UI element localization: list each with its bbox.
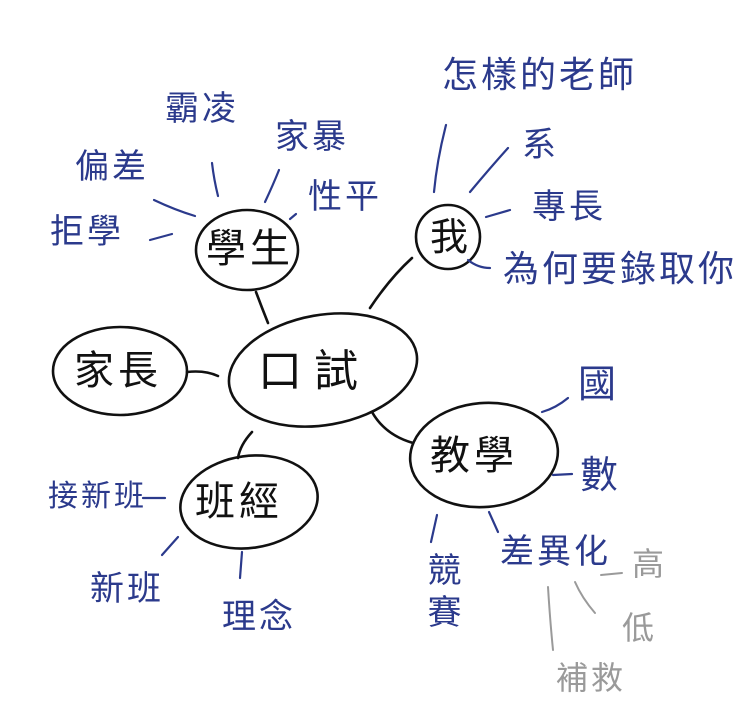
center-node-ellipse: [227, 312, 419, 428]
branch-line-gender-equality: [288, 212, 298, 221]
sub-branch-line-remedial: [547, 586, 554, 651]
branch-take-over-class: 接新班: [48, 479, 147, 514]
branch-line-school-refusal: [148, 232, 174, 242]
branch-philosophy: 理念: [222, 597, 296, 637]
branch-line-teacher-type: [432, 123, 448, 194]
sub-branch-low: 低: [622, 609, 658, 647]
center-node-label: 口試: [258, 346, 370, 397]
branch-differentiation: 差異化: [500, 532, 611, 572]
student-node-label: 學生: [206, 226, 294, 272]
connector-center-teaching: [370, 410, 415, 445]
connector-center-me: [368, 256, 414, 310]
branch-line-department: [468, 146, 510, 194]
branch-line-differentiation: [487, 510, 500, 534]
teaching-node-label: 教學: [430, 433, 518, 479]
branch-line-philosophy: [238, 550, 244, 580]
student-node-ellipse: [194, 208, 300, 292]
sub-branch-high: 高: [632, 545, 668, 583]
sub-branch-line-high: [600, 572, 623, 576]
connector-center-class: [236, 430, 254, 460]
branch-competition: 競賽: [421, 552, 461, 636]
branch-chinese: 國: [578, 362, 620, 406]
connector-center-student: [254, 290, 270, 325]
branch-line-competition: [429, 513, 439, 544]
branch-line-domestic-violence: [263, 168, 281, 204]
branch-line-new-class: [160, 535, 180, 557]
sub-branch-remedial: 補救: [556, 659, 627, 697]
branch-department: 系: [522, 125, 559, 165]
me-node-label: 我: [430, 215, 473, 259]
branch-deviation: 偏差: [75, 147, 149, 187]
me-node-ellipse: [414, 203, 482, 271]
connector-center-parents: [185, 370, 220, 378]
branch-line-deviation: [152, 198, 197, 218]
branch-line-bullying: [210, 161, 220, 198]
class-node-label: 班經: [195, 479, 283, 525]
branch-line-specialty: [484, 208, 512, 219]
branch-line-chinese: [540, 396, 570, 414]
branch-bullying: 霸凌: [165, 89, 239, 129]
branch-specialty: 專長: [532, 187, 606, 227]
sub-branch-line-low: [574, 581, 596, 614]
class-node-ellipse: [179, 454, 319, 550]
teaching-node-ellipse: [408, 401, 560, 509]
parents-node-label: 家長: [74, 348, 162, 394]
branch-domestic-violence: 家暴: [275, 117, 349, 157]
branch-teacher-type: 怎樣的老師: [442, 55, 638, 96]
branch-line-why-hire: [466, 258, 492, 270]
branch-why-hire: 為何要錄取你: [503, 249, 738, 290]
branch-school-refusal: 拒學: [50, 212, 124, 252]
branch-math: 數: [580, 453, 622, 497]
branch-line-math: [551, 472, 574, 477]
branch-gender-equality: 性平: [308, 177, 382, 217]
branch-new-class: 新班: [90, 569, 164, 609]
